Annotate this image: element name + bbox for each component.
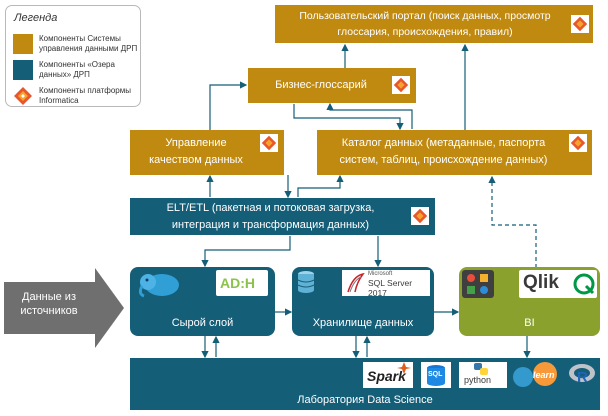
- legend-item-lake: Компоненты «Озера данных» ДРП: [39, 60, 115, 79]
- informatica-logo-icon: [571, 15, 589, 33]
- portal-node: Пользовательский портал (поиск данных, п…: [275, 5, 593, 43]
- arenadata-text: AD:H: [220, 275, 255, 291]
- python-logo: python: [459, 362, 507, 388]
- spark-logo: Spark: [363, 362, 413, 388]
- legend-item-informatica: Компоненты платформы Informatica: [39, 86, 131, 105]
- teal-swatch: [13, 60, 33, 80]
- lab-tools: Spark SQL python learn R: [363, 360, 597, 390]
- spark-star-icon: [397, 362, 411, 374]
- catalog-line1: Каталог данных (метаданные, паспорта: [341, 137, 546, 149]
- quality-line2: качеством данных: [149, 154, 243, 166]
- r-language-icon: [569, 364, 595, 382]
- arrow-catalog-to-glossary: [326, 102, 413, 129]
- tableau-apps-icon: [462, 270, 494, 298]
- raw-layer-label: Сырой слой: [171, 317, 234, 329]
- r-text: R: [577, 369, 588, 386]
- arrow-etl-to-raw: [201, 236, 291, 268]
- glossary-node: Бизнес-глоссарий: [248, 68, 416, 103]
- arrow-glossary-to-catalog: [293, 104, 404, 131]
- dwh-label: Хранилище данных: [312, 317, 414, 329]
- arrow-etl-to-catalog: [297, 174, 344, 197]
- glossary-label: Бизнес-глоссарий: [275, 79, 367, 91]
- sql-database-icon: [427, 365, 445, 386]
- legend-item-governance: Компоненты Системы управления данными ДР…: [39, 34, 138, 53]
- scikit-learn-logo: learn: [511, 362, 563, 388]
- quality-line1: Управление: [165, 137, 227, 149]
- legend: Легенда Компоненты Системы управления да…: [5, 5, 141, 107]
- portal-line1: Пользовательский портал (поиск данных, п…: [299, 10, 551, 22]
- informatica-logo-icon: [260, 134, 278, 152]
- python-snake-icon: [474, 363, 488, 375]
- spark-text: Spark: [367, 368, 406, 384]
- sources-line2: источников: [20, 305, 78, 317]
- informatica-logo-icon: [411, 207, 429, 225]
- qlik-q-icon: [573, 273, 595, 295]
- informatica-logo-icon: [569, 134, 587, 152]
- scikit-learn-icon: [513, 362, 557, 387]
- r-logo: R: [567, 362, 597, 388]
- qlik-text: Qlik: [523, 272, 559, 293]
- gold-swatch: [13, 34, 33, 54]
- bi-label: BI: [524, 317, 535, 329]
- etl-line1: ELT/ETL (пакетная и потоковая загрузка,: [166, 202, 375, 214]
- quality-node: Управление качеством данных: [130, 130, 284, 175]
- database-icon: [297, 271, 315, 293]
- arenadata-hadoop-logo: AD:H: [216, 270, 268, 296]
- sql-text: SQL: [428, 371, 443, 378]
- sql-server-logo: Microsoft SQL Server 2017: [342, 270, 430, 298]
- informatica-logo-icon: [14, 87, 32, 105]
- sources-line1: Данные из: [22, 291, 76, 303]
- etl-node: ELT/ETL (пакетная и потоковая загрузка, …: [130, 198, 435, 235]
- qlik-logo: Qlik: [519, 270, 597, 298]
- portal-line2: глоссария, происхождения, правил): [337, 26, 513, 38]
- python-text: python: [464, 375, 492, 385]
- sources-arrow-shape: [4, 268, 124, 348]
- legend-title: Легенда: [14, 12, 58, 24]
- catalog-line2: систем, таблиц, происхождение данных): [339, 154, 548, 166]
- arrow-quality-to-glossary: [209, 81, 248, 130]
- learn-text: learn: [533, 370, 555, 380]
- sources-label: Данные из источников: [8, 290, 90, 318]
- sql-logo: SQL: [421, 362, 451, 388]
- informatica-logo-icon: [392, 76, 410, 94]
- catalog-node: Каталог данных (метаданные, паспорта сис…: [317, 130, 592, 175]
- dashed-bi-to-catalog: [488, 175, 537, 268]
- hadoop-elephant-icon: [138, 274, 179, 298]
- sql-server-text: SQL Server 2017: [368, 278, 413, 298]
- etl-line2: интеграция и трансформация данных): [171, 219, 370, 231]
- sql-server-icon: [347, 272, 365, 293]
- lab-label: Лаборатория Data Science: [297, 394, 433, 406]
- microsoft-text: Microsoft: [368, 271, 393, 277]
